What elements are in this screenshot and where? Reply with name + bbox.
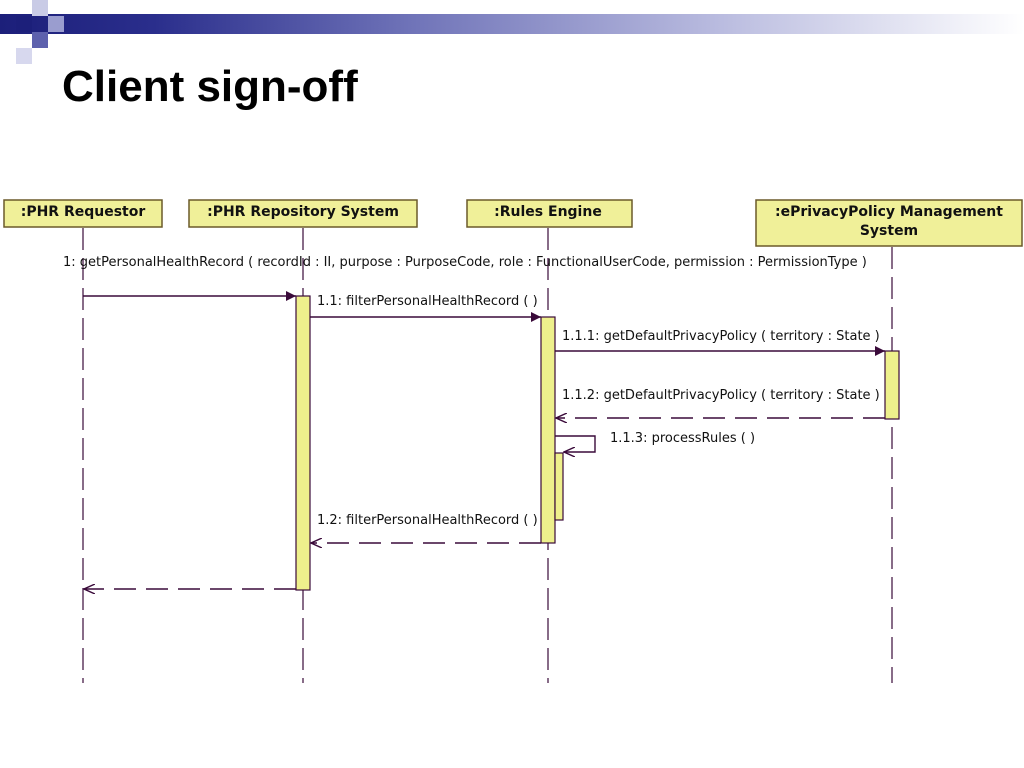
participant-rules: :Rules Engine xyxy=(466,199,633,228)
participant-label-line2: System xyxy=(860,223,918,239)
logo-square-blue xyxy=(32,32,48,48)
activation-rules-self xyxy=(554,452,564,521)
logo-square-dark xyxy=(16,16,32,32)
message-label-1: 1: getPersonalHealthRecord ( recordId : … xyxy=(63,255,867,270)
message-label-1-1-2: 1.1.2: getDefaultPrivacyPolicy ( territo… xyxy=(562,388,880,403)
participant-label: :PHR Repository System xyxy=(207,204,399,220)
message-label-1-1-3: 1.1.3: processRules ( ) xyxy=(610,431,755,446)
slide-title: Client sign-off xyxy=(62,62,358,111)
activation-eprivacy xyxy=(884,350,900,420)
activation-rules xyxy=(540,316,556,544)
participant-eprivacy: :ePrivacyPolicy Management System xyxy=(755,199,1023,247)
participant-label: :Rules Engine xyxy=(494,204,602,220)
participant-label: :PHR Requestor xyxy=(21,204,146,220)
message-arrow-1-1-3 xyxy=(555,435,596,452)
activations xyxy=(295,295,900,591)
header-gradient-bar xyxy=(0,14,1024,34)
message-label-1-1-1: 1.1.1: getDefaultPrivacyPolicy ( territo… xyxy=(562,329,880,344)
logo-square-light xyxy=(32,0,48,16)
participants: :PHR Requestor :PHR Repository System :R… xyxy=(3,199,1023,247)
participant-label: :ePrivacyPolicy Management xyxy=(775,204,1003,220)
messages: 1: getPersonalHealthRecord ( recordId : … xyxy=(63,255,885,589)
participant-repository: :PHR Repository System xyxy=(188,199,418,228)
logo-square-mid xyxy=(48,16,64,32)
participant-requestor: :PHR Requestor xyxy=(3,199,163,228)
activation-repository xyxy=(295,295,311,591)
logo-square-pale xyxy=(16,48,32,64)
message-label-1-1: 1.1: filterPersonalHealthRecord ( ) xyxy=(317,294,538,309)
slide-logo-squares xyxy=(0,0,80,64)
message-label-1-2: 1.2: filterPersonalHealthRecord ( ) xyxy=(317,513,538,528)
